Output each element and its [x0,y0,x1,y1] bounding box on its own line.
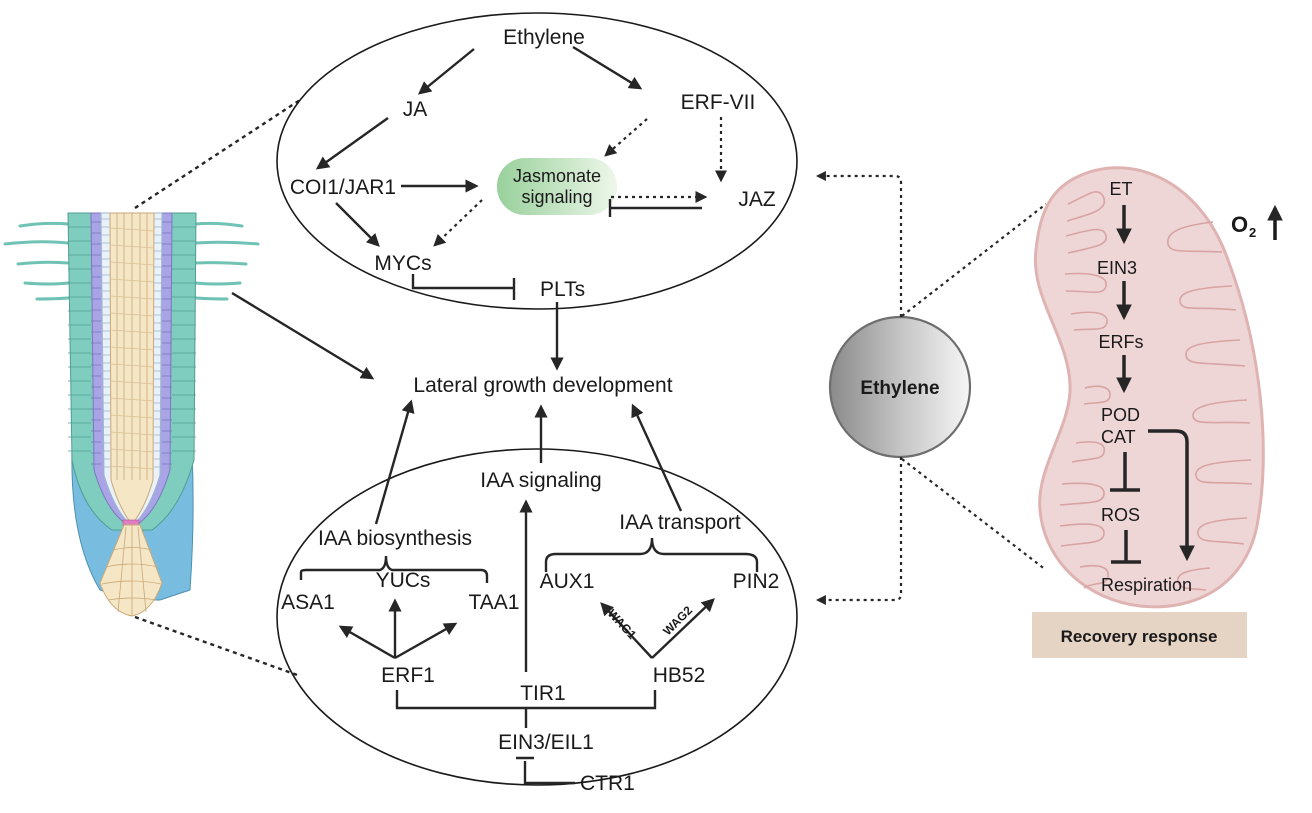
mito-node-pod: POD [1101,405,1140,425]
arrow-erf1-to-taa1 [394,622,458,660]
mito-node-et: ET [1109,179,1132,199]
mitochondrion-outer-membrane [1033,166,1265,609]
jasmonate-label-line1: Jasmonate [513,166,601,186]
oxygen-increase-indicator: O 2 [1231,204,1283,240]
root-cell-wall [109,380,155,385]
arrow-ethylene-to-erf-vii [572,45,643,90]
node-tir1: TIR1 [520,682,566,705]
o2-label: O [1231,212,1248,237]
recovery-response-label: Recovery response [1061,627,1218,646]
root-cell-wall [109,465,155,470]
zoom-line-hub-bottom [901,458,1047,571]
arrow-erf-vii-to-jasmonate [604,118,648,157]
node-erf-vii: ERF-VII [681,91,756,114]
root-cell-wall [109,363,155,368]
zoom-line-root-top [134,98,301,210]
root-hairs-left [3,221,70,301]
node-yucs: YUCs [376,569,431,592]
mito-node-ros: ROS [1101,505,1140,525]
node-pin2: PIN2 [733,570,780,593]
root-cell-wall [109,329,155,334]
jasmonate-module-ellipse [276,12,798,310]
root-cell-wall [109,244,155,249]
mito-inhibit-ros-to-respiration [1111,530,1141,564]
mito-node-cat: CAT [1101,427,1136,447]
node-asa1: ASA1 [281,591,335,614]
root-cell-wall [109,261,155,266]
root-cell-wall [109,397,155,402]
arrow-ja-to-coi1 [315,117,389,170]
arrow-hub-to-top-ellipse [816,171,903,317]
node-aux1: AUX1 [540,570,595,593]
root-cell-wall [109,278,155,283]
arrow-root-to-lateral-growth [231,291,375,380]
node-iaa-transport: IAA transport [619,511,741,534]
root-cell-wall [109,448,155,453]
jasmonate-label-line2: signaling [521,187,592,207]
arrow-hb52-to-pin2 [651,598,715,659]
root-cell-walls [68,213,196,480]
zoom-line-hub-top [901,203,1047,317]
node-ethylene-top: Ethylene [503,26,585,49]
root-hairs-right [194,221,260,301]
arrow-biosynthesis-to-lateral-growth [374,399,415,525]
node-ctr1: CTR1 [580,772,635,795]
node-lateral-growth-development: Lateral growth development [413,374,672,397]
arrow-jasmonate-to-mycs [433,199,483,247]
arrow-hb52-to-aux1 [600,602,653,659]
mito-inhibit-cat-to-ros [1110,452,1140,492]
root-cell-wall [109,295,155,300]
mito-node-erfs: ERFs [1099,332,1144,352]
node-mycs: MYCs [374,252,431,275]
mito-node-ein3: EIN3 [1097,258,1137,278]
node-taa1: TAA1 [469,591,520,614]
root-cell-wall [109,312,155,317]
arrow-ethylene-to-ja [417,48,475,95]
o2-subscript: 2 [1249,225,1256,240]
node-jasmonate-signaling: Jasmonate signaling [497,158,617,215]
node-ein3-eil1: EIN3/EIL1 [498,731,594,754]
arrow-hub-to-bottom-ellipse [816,457,903,605]
node-iaa-signaling: IAA signaling [480,469,601,492]
mito-node-respiration: Respiration [1101,575,1192,595]
root-cell-wall [109,431,155,436]
mitochondrion: ET EIN3 ERFs POD CAT ROS Respiration [1033,166,1265,609]
inhibit-ctr1-to-ein3 [516,756,575,785]
arrow-coi1-to-mycs [335,202,380,247]
inhibit-mycs-to-plts [411,274,516,300]
root-quiescent-center [122,519,140,526]
root-illustration [3,212,260,617]
mito-arrow-cat-to-respiration [1148,429,1195,562]
node-ja: JA [403,98,428,121]
root-cell-wall [109,414,155,419]
root-cell-wall [109,346,155,351]
node-coi1-jar1: COI1/JAR1 [290,176,396,199]
auxin-module-ellipse [276,448,798,786]
node-jaz: JAZ [738,188,776,211]
brace-biosynthesis [299,555,489,583]
inhibit-jaz-to-jasmonate [608,199,702,217]
node-erf1: ERF1 [381,664,435,687]
ethylene-hub: Ethylene [828,315,972,459]
recovery-response-caption: Recovery response [1032,612,1247,658]
node-hb52: HB52 [653,664,706,687]
ethylene-hub-label: Ethylene [860,378,939,399]
node-iaa-biosynthesis: IAA biosynthesis [318,527,472,550]
brace-transport [544,537,759,572]
mitochondrion-cristae [1059,191,1253,591]
node-plts: PLTs [540,278,585,301]
arrow-erf1-to-asa1 [338,625,396,660]
zoom-line-root-bottom [134,615,301,678]
root-cell-wall [109,227,155,232]
arrow-transport-to-lateral-growth [631,403,683,512]
label-wag1: WAG1 [605,606,640,642]
